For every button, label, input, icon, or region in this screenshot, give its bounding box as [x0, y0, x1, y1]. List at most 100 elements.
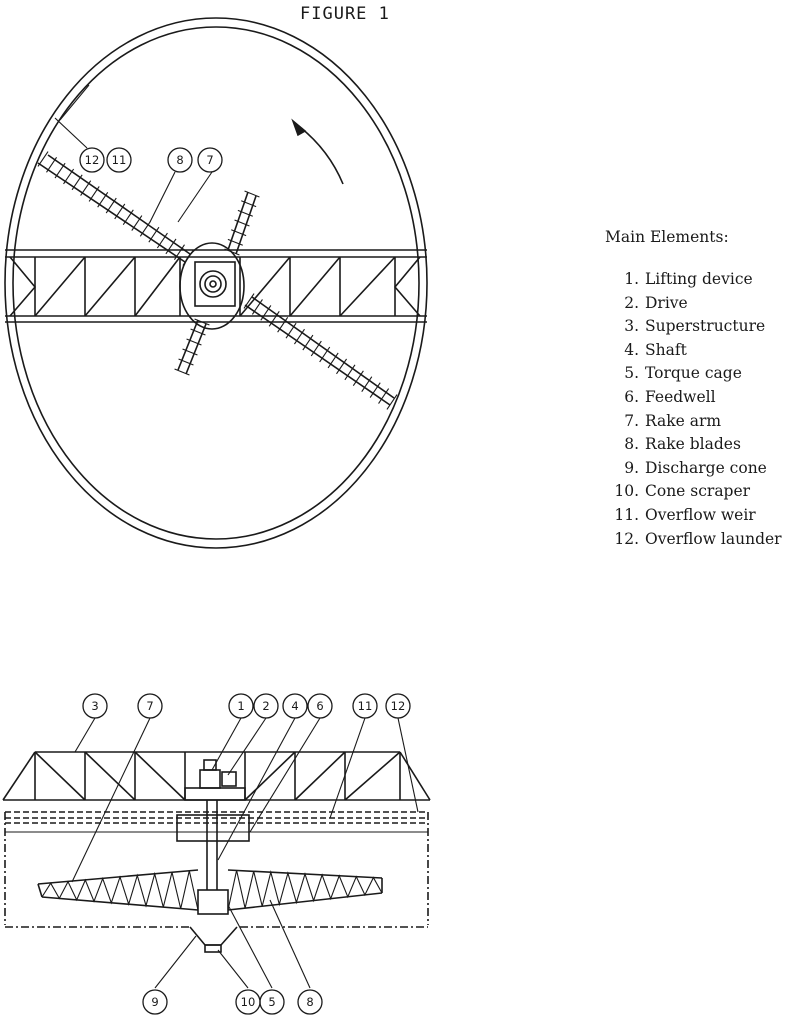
legend-item-label: Torque cage — [645, 364, 742, 383]
rake-blade — [173, 244, 185, 260]
section-callouts-top: 3 7 1 2 4 6 11 12 — [82, 693, 411, 719]
rake-blade — [80, 180, 92, 196]
legend-item: 5. Torque cage — [605, 362, 782, 386]
legend-item-label: Drive — [645, 293, 688, 312]
rake-blade — [186, 338, 202, 346]
rake-blade — [285, 322, 297, 339]
callout-label: 3 — [91, 699, 98, 713]
callout-label: 1 — [237, 699, 244, 713]
legend-item-number: 12. — [614, 529, 639, 548]
rake-blade — [369, 382, 381, 398]
legend-item-number: 7. — [624, 411, 639, 430]
rake-blade — [243, 293, 255, 309]
rake-blade — [63, 168, 75, 185]
rake-blade — [336, 358, 348, 375]
rake-blade — [139, 221, 151, 237]
rake-blade — [227, 238, 243, 246]
callout-circle-5 — [259, 989, 285, 1015]
callout-label: 7 — [206, 153, 213, 167]
rake-blade — [386, 394, 398, 410]
callout-circle-2 — [253, 693, 279, 719]
rake-blade — [165, 238, 177, 255]
legend-item: 6. Feedwell — [605, 386, 782, 410]
callout-label: 8 — [306, 995, 313, 1009]
rake-blade — [319, 346, 331, 363]
legend-item-number: 5. — [624, 364, 639, 383]
callout-label: 5 — [268, 995, 275, 1009]
legend-item-number: 4. — [624, 340, 639, 359]
legend-item: 10. Cone scraper — [605, 480, 782, 504]
rake-blade — [268, 311, 280, 327]
rake-blade — [194, 318, 210, 326]
rake-blade — [352, 370, 364, 387]
feedwell-shaft — [176, 800, 250, 915]
rake-blade — [88, 186, 100, 202]
legend-item-number: 8. — [624, 435, 639, 454]
legend-item: 9.Discharge cone — [605, 457, 782, 481]
legend-item: 4. Shaft — [605, 339, 782, 363]
tank-outer-wall — [4, 17, 428, 549]
legend-item-number: 10. — [614, 482, 639, 501]
legend-item-label: Discharge cone — [645, 458, 767, 477]
legend-item: 11. Overflow weir — [605, 504, 782, 528]
rake-blade — [277, 316, 289, 333]
rake-blades-long — [37, 151, 398, 410]
rake-truss-web — [227, 870, 383, 911]
legend-title: Main Elements: — [605, 228, 729, 246]
plan-callouts: 12 11 8 7 — [79, 147, 223, 173]
rake-blade — [148, 226, 160, 243]
rake-blade — [105, 197, 117, 214]
callout-label: 12 — [391, 699, 406, 713]
rake-blade — [182, 250, 194, 266]
callout-label: 9 — [151, 995, 158, 1009]
legend-item: 2. Drive — [605, 292, 782, 316]
legend-item: 12.Overflow launder — [605, 528, 781, 552]
legend-item-label: Overflow weir — [645, 505, 756, 524]
legend-item-number: 11. — [614, 505, 639, 524]
rake-blade — [244, 190, 260, 198]
rake-blade — [174, 368, 190, 376]
legend-item-number: 1. — [624, 270, 639, 288]
legend-item-label: Superstructure — [645, 317, 766, 336]
rotation-arrow — [291, 118, 344, 185]
drive-unit — [184, 759, 246, 801]
callout-circle-6 — [307, 693, 333, 719]
tank-inner-wall — [12, 26, 420, 540]
callout-circle-8 — [297, 989, 323, 1015]
callout-circle-7 — [197, 147, 223, 173]
rake-blade — [327, 352, 339, 369]
rake-blade — [37, 151, 49, 167]
rake-blade — [224, 248, 240, 256]
callout-label: 11 — [112, 153, 127, 167]
rake-blade — [131, 215, 143, 231]
legend-item: 1.Lifting device — [605, 268, 782, 292]
rake-blade — [241, 200, 257, 208]
rake-blade — [344, 364, 356, 381]
rake-blade — [182, 348, 198, 356]
legend-item-label: Shaft — [645, 340, 687, 359]
figure-title: FIGURE 1 — [300, 4, 390, 24]
legend-item-number: 6. — [624, 387, 639, 406]
callout-label: 7 — [146, 699, 153, 713]
rake-truss-web — [41, 870, 199, 911]
rake-blades-short — [174, 190, 260, 376]
rake-blade — [71, 174, 83, 191]
callout-label: 10 — [241, 995, 256, 1009]
legend-item-label: Feedwell — [645, 387, 716, 406]
legend-item-number: 2. — [624, 293, 639, 312]
rake-blade — [293, 328, 305, 345]
callout-label: 8 — [176, 153, 183, 167]
plan-leaders — [54, 84, 213, 223]
callout-circle-7 — [137, 693, 163, 719]
plan-view: 12 11 8 7 — [4, 17, 428, 549]
callout-circle-3 — [82, 693, 108, 719]
callout-label: 11 — [358, 699, 373, 713]
callout-label: 2 — [262, 699, 269, 713]
legend-item-label: Cone scraper — [645, 482, 751, 501]
rake-blade — [122, 209, 134, 226]
callout-circle-8 — [167, 147, 193, 173]
callout-label: 6 — [316, 699, 323, 713]
rake-blade — [97, 191, 109, 208]
callout-circle-9 — [142, 989, 168, 1015]
